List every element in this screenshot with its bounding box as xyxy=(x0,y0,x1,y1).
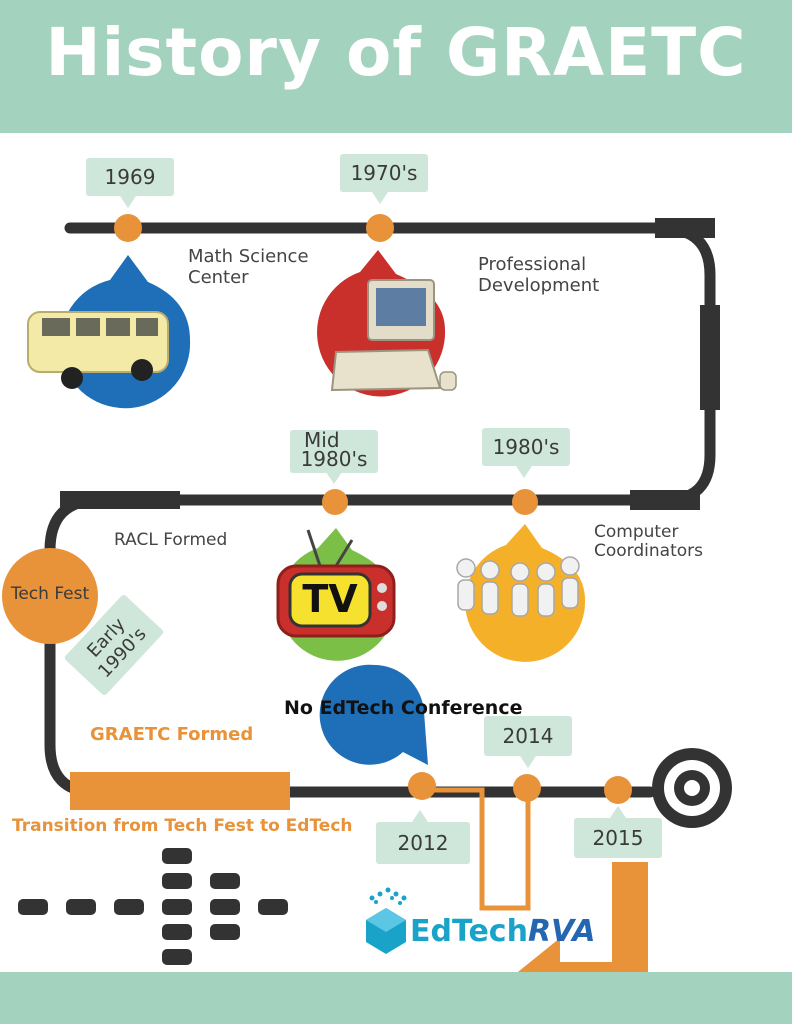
tech-fest-circle xyxy=(2,548,98,644)
graetc-formed-label: GRAETC Formed xyxy=(90,724,254,745)
tag-pointers xyxy=(120,192,626,822)
tech-fest-label: Tech Fest xyxy=(10,584,90,604)
math-line2: Center xyxy=(188,267,249,288)
tv-text: TV xyxy=(302,577,358,621)
prof-line2: Development xyxy=(478,275,600,296)
timeline-track xyxy=(44,218,720,798)
dot-1969 xyxy=(114,214,142,242)
racl-formed-label: RACL Formed xyxy=(114,530,228,550)
edtechrva-logo xyxy=(366,887,407,954)
computer-coordinators-label: Computer Coordinators xyxy=(594,523,703,561)
dash-decoration xyxy=(18,848,288,965)
date-tag-1970s: 1970's xyxy=(340,154,428,192)
professional-development-label: Professional Development xyxy=(478,254,599,296)
comp-line2: Coordinators xyxy=(594,541,703,561)
page-title: History of GRAETC xyxy=(45,14,747,91)
timeline-dots xyxy=(114,214,632,804)
mid-line2: 1980's xyxy=(300,447,368,471)
logo-edtech: EdTech xyxy=(410,914,528,949)
comp-line1: Computer xyxy=(594,522,679,542)
edtechrva-logo-text: EdTechRVA xyxy=(410,914,595,950)
dot-1980s xyxy=(512,489,538,515)
dot-2014 xyxy=(513,774,541,802)
van-icon xyxy=(27,255,191,409)
dot-mid-1980s xyxy=(322,489,348,515)
computer-icon xyxy=(317,250,457,397)
math-line1: Math Science xyxy=(188,246,309,267)
no-edtech-bubble xyxy=(319,664,428,765)
date-tag-1980s: 1980's xyxy=(482,428,570,466)
date-tag-2015: 2015 xyxy=(574,818,662,858)
tv-icon xyxy=(276,528,396,661)
people-meeting-icon xyxy=(456,524,586,662)
graetc-bar xyxy=(70,772,290,810)
date-tag-mid-1980s: Mid 1980's xyxy=(290,430,378,473)
target-icon xyxy=(652,748,732,828)
dot-1970s xyxy=(366,214,394,242)
transition-label: Transition from Tech Fest to EdTech xyxy=(12,816,353,836)
dot-2015 xyxy=(604,776,632,804)
mid-line1: Mid xyxy=(304,428,340,452)
prof-line1: Professional xyxy=(478,254,587,275)
footer-band xyxy=(0,972,792,1024)
connector-lines xyxy=(425,787,531,911)
no-edtech-conference-label: No EdTech Conference xyxy=(284,697,523,719)
header-banner: History of GRAETC xyxy=(0,0,792,133)
date-tag-2014: 2014 xyxy=(484,716,572,756)
math-science-center-label: Math Science Center xyxy=(188,246,309,288)
dot-2012 xyxy=(408,772,436,800)
date-tag-1969: 1969 xyxy=(86,158,174,196)
date-tag-2012: 2012 xyxy=(376,822,470,864)
logo-rva: RVA xyxy=(527,914,596,949)
